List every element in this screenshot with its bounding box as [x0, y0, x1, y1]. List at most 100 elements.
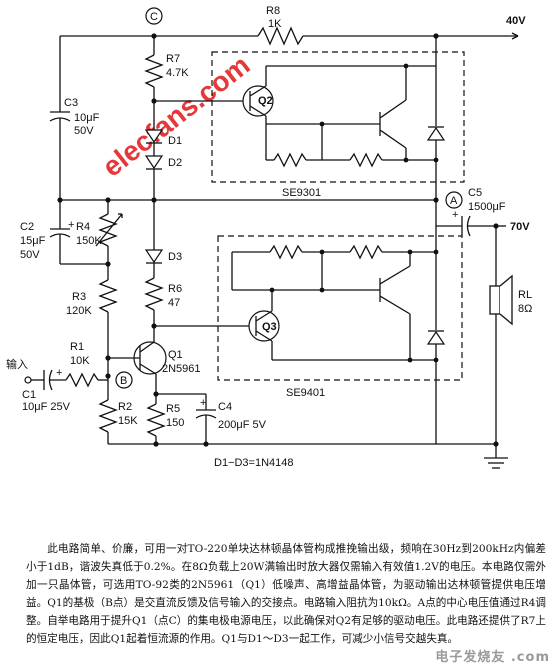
r3-value: 120K	[66, 305, 92, 317]
r2-name: R2	[118, 401, 132, 413]
q3-label: Q3	[262, 321, 277, 333]
q1-collector	[139, 341, 155, 353]
r7-value: 4.7K	[166, 67, 189, 79]
r8-resistor	[257, 26, 304, 46]
node-b-marker	[115, 371, 133, 389]
c5-value: 1500μF	[468, 201, 506, 213]
r4-adjust-arrow	[95, 213, 123, 247]
v40-label: 40V	[506, 15, 526, 27]
r3-resistor	[98, 279, 118, 313]
c1-plus: +	[56, 367, 62, 379]
amplifier-schematic: elecfans.com R8 1K 40V C C3 10μF 50V R7 …	[6, 5, 532, 469]
se9401-box	[217, 235, 463, 381]
node-c-marker	[145, 7, 163, 25]
se9301-box	[211, 51, 465, 183]
r1-value: 10K	[70, 355, 90, 367]
input-terminal[interactable]	[24, 376, 32, 384]
se9301-out-junction	[433, 157, 439, 163]
gnd-r5-junction	[153, 441, 159, 447]
se9401-resistor-2	[349, 244, 383, 260]
r4-name: R4	[76, 221, 90, 233]
rl-value: 8Ω	[518, 303, 532, 315]
c3-value: 10μF	[74, 112, 100, 124]
q1-name: Q1	[168, 349, 183, 361]
r8-name: R8	[266, 5, 280, 17]
circuit-description: 此电路简单、价廉，可用一对TO-220单块达林顿晶体管构成推挽输出级，频响在30…	[26, 540, 546, 648]
q2-collector	[249, 85, 267, 97]
out1-e-junction	[403, 157, 409, 163]
se9401-resistor-1	[269, 244, 303, 260]
node-a-out-junction	[433, 197, 439, 203]
c5-plus: +	[452, 209, 458, 221]
se9301-diode	[426, 126, 446, 141]
r1-name: R1	[70, 341, 84, 353]
out2-collector	[379, 265, 411, 285]
r6-name: R6	[168, 283, 182, 295]
out2-e-junction	[407, 357, 413, 363]
description-text: 此电路简单、价廉，可用一对TO-220单块达林顿晶体管构成推挽输出级，频响在30…	[26, 543, 546, 645]
d3-label: D3	[168, 251, 182, 263]
q3-c-junction	[269, 287, 275, 293]
gnd-c4-junction	[203, 441, 209, 447]
rl-name: RL	[518, 289, 532, 301]
schematic-stage: elecfans.com R8 1K 40V C C3 10μF 50V R7 …	[6, 5, 532, 469]
node-c-label: C	[150, 11, 158, 23]
v70-label: 70V	[510, 221, 530, 233]
c4-name: C4	[218, 401, 232, 413]
q1-base-junction	[105, 355, 111, 361]
r6-resistor	[144, 277, 164, 311]
c2-r4-junction	[105, 261, 111, 267]
r4-value: 150K	[76, 235, 102, 247]
node-a-marker	[445, 191, 463, 209]
q2-label: Q2	[258, 95, 273, 107]
gnd-speaker-junction	[493, 441, 499, 447]
r1-resistor	[65, 372, 99, 388]
q1-part: 2N5961	[162, 363, 201, 375]
c3-voltage: 50V	[74, 125, 94, 137]
d1-diode	[144, 129, 164, 144]
arrow-40v	[511, 32, 519, 37]
r5-name: R5	[166, 403, 180, 415]
arrow-40v-b	[511, 35, 519, 40]
q3-collector	[255, 310, 273, 322]
d3-diode	[144, 249, 164, 264]
r5-value: 150	[166, 417, 184, 429]
se9301-resistor-1	[273, 152, 307, 168]
r8-value: 1K	[268, 18, 282, 30]
site-logo: 电子发烧友 .com	[435, 650, 550, 665]
se9301-resistor-2	[349, 152, 383, 168]
se9401-top-right-junction	[433, 249, 439, 255]
c2-value: 15μF	[20, 235, 46, 247]
c5-name: C5	[468, 187, 482, 199]
r4-resistor	[98, 213, 118, 247]
q2-emitter	[249, 105, 267, 117]
input-label: 输入	[6, 357, 28, 371]
r6-value: 47	[168, 297, 180, 309]
c1-name: C1	[22, 389, 36, 401]
se9301-label: SE9301	[282, 187, 321, 199]
out2-emitter	[379, 295, 411, 315]
r3-name: R3	[72, 291, 86, 303]
c3-a-junction	[57, 197, 63, 203]
se9401-diode	[426, 330, 446, 345]
r7-name: R7	[166, 53, 180, 65]
c3-name: C3	[64, 97, 78, 109]
d2-label: D2	[168, 157, 182, 169]
r5-resistor	[146, 403, 166, 437]
c1-value: 10μF 25V	[22, 401, 71, 413]
out1-emitter	[379, 129, 407, 149]
node-b-junction	[105, 373, 111, 379]
d2-diode	[144, 155, 164, 170]
speaker-body	[489, 285, 501, 315]
diodes-note: D1−D3=1N4148	[214, 457, 294, 469]
c4-value: 200μF 5V	[218, 419, 267, 431]
r7-resistor	[144, 54, 164, 88]
se9401-bottom-junction	[433, 357, 439, 363]
q1-emitter	[139, 363, 157, 375]
node-a-label: A	[450, 195, 458, 207]
se9401-label: SE9401	[286, 387, 325, 399]
c2-voltage: 50V	[20, 249, 40, 261]
out1-collector	[379, 99, 407, 119]
c4-plus: +	[200, 397, 206, 409]
q3-emitter	[255, 330, 273, 342]
